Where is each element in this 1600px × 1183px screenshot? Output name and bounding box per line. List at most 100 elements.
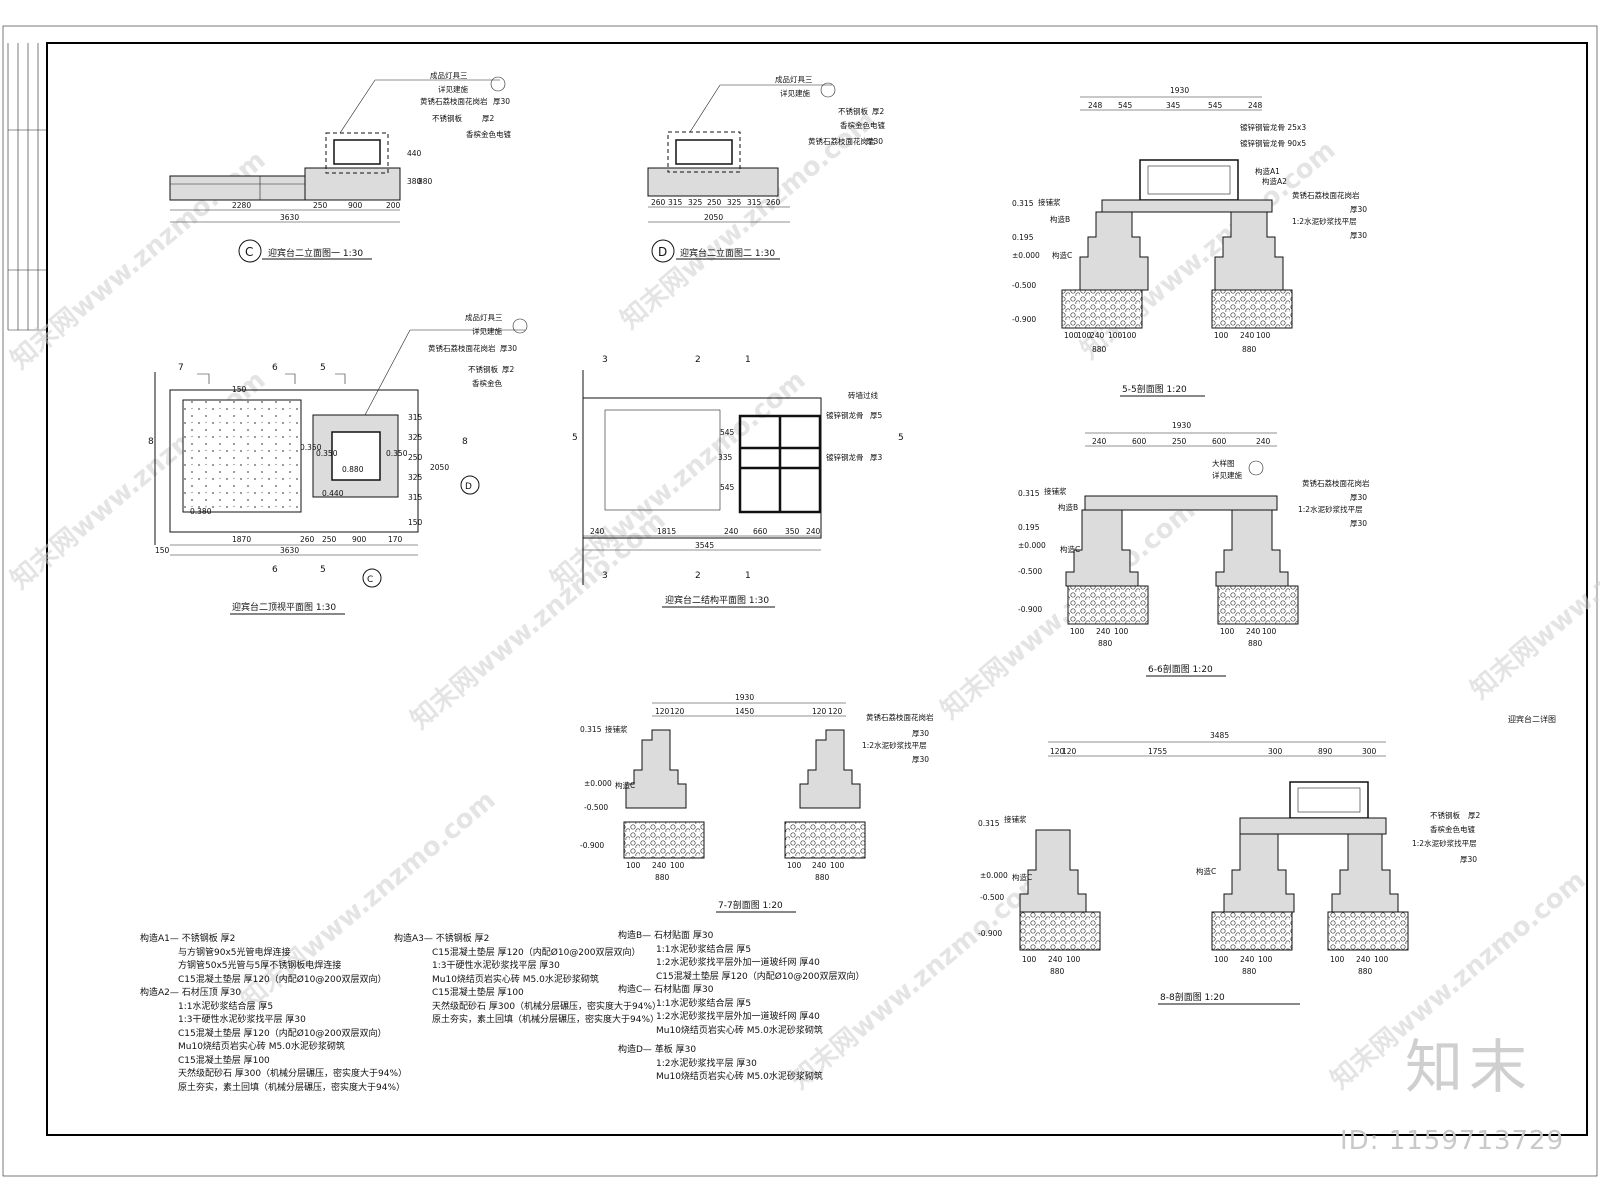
svg-text:260: 260 [300,535,315,544]
svg-text:镀锌钢龙骨: 镀锌钢龙骨 [826,452,864,462]
note-line: 1:3干硬性水泥砂浆找平层 厚30 [178,1015,306,1025]
svg-text:不锈钢板: 不锈钢板 [432,113,462,123]
svg-text:600: 600 [1212,437,1227,446]
svg-text:厚5: 厚5 [870,411,882,420]
svg-text:-0.500: -0.500 [584,803,608,812]
note-line: 构造D— 革板 厚30 [618,1045,697,1055]
svg-text:300: 300 [1268,747,1283,756]
svg-text:545: 545 [720,428,735,437]
svg-text:厚2: 厚2 [1468,811,1481,820]
svg-text:3630: 3630 [280,213,299,222]
svg-text:325: 325 [727,198,742,207]
note-line: 构造A1— 不锈钢板 厚2 [140,934,236,944]
svg-text:1: 1 [745,355,751,365]
svg-text:100: 100 [626,861,641,870]
svg-text:248: 248 [1088,101,1103,110]
svg-text:250: 250 [707,198,722,207]
svg-text:0.350: 0.350 [300,443,322,452]
svg-text:248: 248 [1248,101,1263,110]
svg-text:100: 100 [1214,331,1229,340]
svg-text:±0.000: ±0.000 [980,871,1008,880]
svg-text:接铺浆: 接铺浆 [1044,486,1067,496]
svg-text:1930: 1930 [1172,421,1191,430]
marker-c-circle [238,239,262,263]
svg-text:315: 315 [408,413,423,422]
note-line: 构造A2— 石材压顶 厚30 [140,988,242,998]
svg-text:厚30: 厚30 [1350,231,1367,240]
note-line: Mu10烧结页岩实心砖 M5.0水泥砂浆砌筑 [178,1042,345,1052]
svg-text:250: 250 [408,453,423,462]
svg-text:545: 545 [1118,101,1133,110]
top-view-plan: 1870 260 250 900 170 3630 150 150 315 32… [148,312,528,615]
svg-text:1930: 1930 [1170,86,1189,95]
svg-text:100: 100 [1022,955,1037,964]
note-line: C15混凝土垫层 厚120（内配Ø10@200双层双向） [178,974,387,985]
svg-text:120: 120 [670,707,685,716]
svg-text:构造C: 构造C [615,780,635,790]
svg-text:0.880: 0.880 [342,465,364,474]
note-line: 天然级配砂石 厚300（机械分层碾压，密实度大于94%） [178,1069,408,1079]
svg-text:迎宾台二立面图二 1:30: 迎宾台二立面图二 1:30 [680,247,775,259]
svg-text:8: 8 [148,437,154,447]
svg-text:香槟金色电镀: 香槟金色电镀 [1430,824,1475,834]
note-line: Mu10烧结页岩实心砖 M5.0水泥砂浆砌筑 [656,1025,823,1036]
svg-text:厚3: 厚3 [870,453,882,462]
svg-text:2: 2 [695,355,701,365]
svg-text:900: 900 [348,201,363,210]
svg-text:2: 2 [695,571,701,581]
note-line: 1:2水泥砂浆找平层外加一道玻纤网 厚40 [656,1012,820,1022]
note-line: 构造A3— 不锈钢板 厚2 [394,934,490,944]
svg-text:厚30: 厚30 [866,137,883,146]
svg-text:香槟金色电镀: 香槟金色电镀 [466,129,511,139]
svg-text:890: 890 [1318,747,1333,756]
svg-text:600: 600 [1132,437,1147,446]
svg-text:240: 240 [1246,627,1261,636]
svg-text:黄锈石荔枝面花岗岩: 黄锈石荔枝面花岗岩 [1292,190,1360,200]
structural-plan: 240 1815 240 660 350 240 3545 545 335 54… [572,355,904,608]
svg-text:厚2: 厚2 [482,114,494,123]
svg-text:2050: 2050 [430,463,449,472]
svg-text:黄锈石荔枝面花岗岩: 黄锈石荔枝面花岗岩 [866,712,934,722]
section-8-8: 3485 120 120 1755 300 890 300 100 240 10… [978,731,1481,1005]
svg-text:260: 260 [651,198,666,207]
svg-text:厚2: 厚2 [502,365,514,374]
svg-text:±0.000: ±0.000 [1012,251,1040,260]
sheet-label: 迎宾台二详图 [1508,715,1556,724]
note-line: Mu10烧结页岩实心砖 M5.0水泥砂浆砌筑 [656,1072,823,1082]
svg-text:构造C: 构造C [1060,544,1080,554]
svg-text:1815: 1815 [657,527,676,536]
note-line: 原土夯实，素土回填（机械分层碾压，密实度大于94%） [432,1015,660,1025]
svg-text:300: 300 [1362,747,1377,756]
note-line: 1:2水泥砂浆找平层 厚30 [656,1058,757,1069]
svg-text:315: 315 [668,198,683,207]
note-line: 方钢管50x5光管与5厚不锈钢板电焊连接 [178,961,342,971]
svg-text:砖墙过线: 砖墙过线 [848,390,878,400]
svg-text:黄锈石荔枝面花岗岩: 黄锈石荔枝面花岗岩 [1302,478,1370,488]
svg-text:240: 240 [806,527,821,536]
svg-text:0.315: 0.315 [580,725,602,734]
svg-text:0.440: 0.440 [322,489,344,498]
svg-text:200: 200 [386,201,401,210]
svg-text:黄锈石荔枝面花岗岩: 黄锈石荔枝面花岗岩 [808,136,876,146]
note-line: 与方钢管90x5光管电焊连接 [178,947,291,958]
svg-text:大样图: 大样图 [1212,458,1235,468]
svg-text:3630: 3630 [280,546,299,555]
svg-text:7: 7 [178,363,184,373]
svg-text:120: 120 [828,707,843,716]
svg-text:100: 100 [1220,627,1235,636]
svg-text:香槟金色电镀: 香槟金色电镀 [840,120,885,130]
note-line: 1:1水泥砂浆结合层 厚5 [656,998,752,1009]
svg-text:100: 100 [1258,955,1273,964]
note-line: C15混凝土垫层 厚100 [178,1055,270,1066]
svg-text:545: 545 [1208,101,1223,110]
svg-text:100: 100 [1214,955,1229,964]
svg-text:350: 350 [785,527,800,536]
svg-text:1930: 1930 [735,693,754,702]
svg-text:1755: 1755 [1148,747,1167,756]
svg-text:880: 880 [655,873,670,882]
notes-column-1: 构造A1— 不锈钢板 厚2 与方钢管90x5光管电焊连接 方钢管50x5光管与5… [140,933,407,1095]
svg-text:迎宾台二顶视平面图 1:30: 迎宾台二顶视平面图 1:30 [232,601,336,613]
note-line: 天然级配砂石 厚300（机械分层碾压，密实度大于94%） [432,1001,662,1012]
note-line: 构造B— 石材贴面 厚30 [618,931,714,941]
